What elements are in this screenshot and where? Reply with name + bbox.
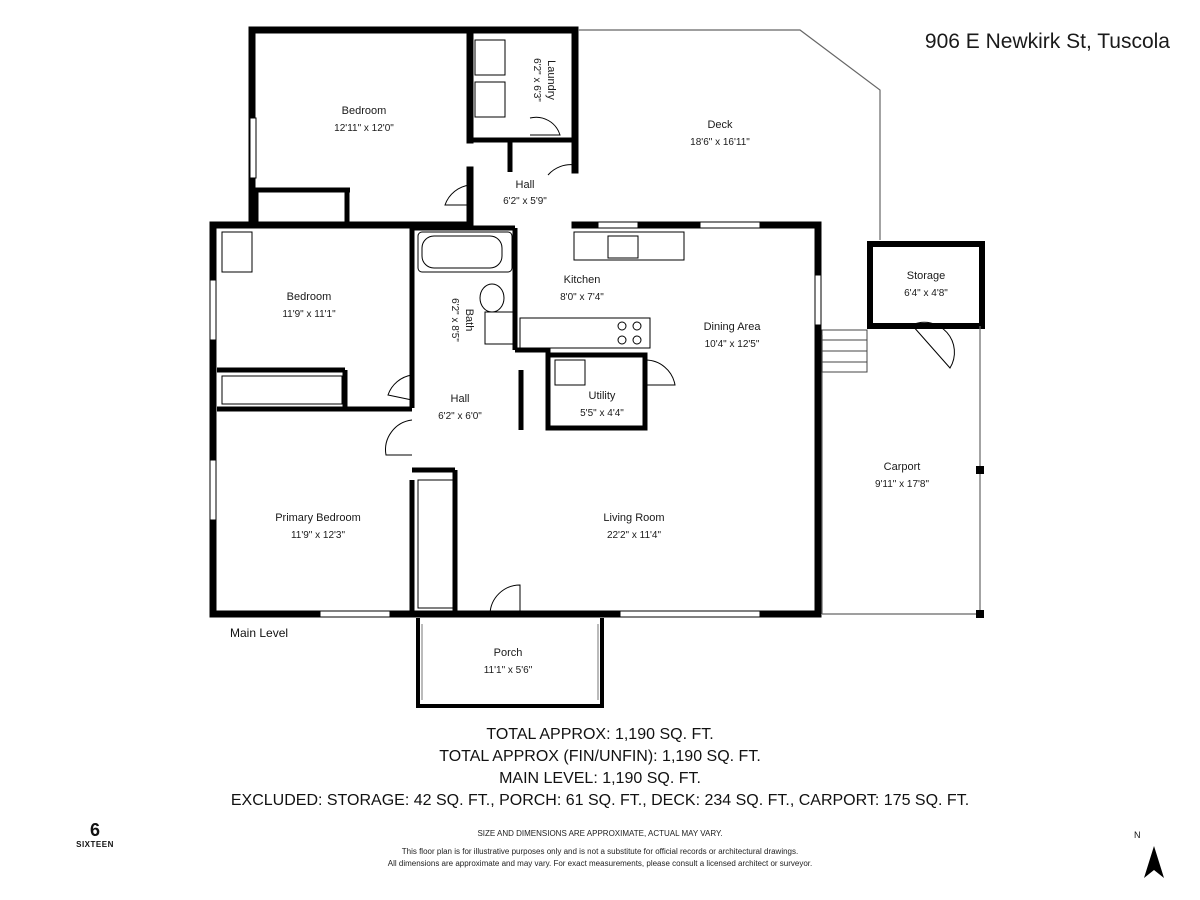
deck-outline — [578, 29, 881, 614]
svg-text:9'11" x 17'8": 9'11" x 17'8" — [875, 479, 930, 490]
svg-text:Deck: Deck — [707, 119, 733, 131]
room-utility: Utility 5'5" x 4'4" — [580, 390, 624, 419]
svg-text:Utility: Utility — [589, 390, 616, 402]
svg-text:Primary Bedroom: Primary Bedroom — [275, 512, 361, 524]
room-hall-upper: Hall 6'2" x 5'9" — [503, 179, 547, 207]
svg-text:18'6" x 16'11": 18'6" x 16'11" — [690, 137, 750, 148]
disclaimer: SIZE AND DIMENSIONS ARE APPROXIMATE, ACT… — [0, 828, 1200, 870]
svg-text:Bedroom: Bedroom — [342, 105, 387, 117]
svg-text:Storage: Storage — [907, 270, 946, 282]
disclaimer-line-1: SIZE AND DIMENSIONS ARE APPROXIMATE, ACT… — [477, 829, 723, 838]
room-dining-area: Dining Area 10'4" x 12'5" — [704, 321, 762, 350]
disclaimer-line-2: This floor plan is for illustrative purp… — [401, 847, 799, 856]
main-level-total: MAIN LEVEL: 1,190 SQ. FT. — [499, 770, 701, 787]
sixteen-logo: 6 SIXTEEN — [70, 820, 120, 849]
door-swings — [385, 116, 955, 615]
svg-text:Laundry: Laundry — [545, 60, 557, 100]
windows — [209, 117, 822, 618]
room-carport: Carport 9'11" x 17'8" — [875, 461, 930, 490]
svg-text:6'2" x 8'5": 6'2" x 8'5" — [449, 298, 460, 342]
svg-text:6'4" x 4'8": 6'4" x 4'8" — [904, 288, 948, 299]
fixtures — [221, 39, 685, 609]
room-laundry: Laundry 6'2" x 6'3" — [531, 58, 557, 102]
svg-text:Dining Area: Dining Area — [704, 321, 762, 333]
svg-text:11'1" x 5'6": 11'1" x 5'6" — [484, 665, 533, 676]
svg-text:Carport: Carport — [884, 461, 921, 473]
svg-text:Bedroom: Bedroom — [287, 291, 332, 303]
room-porch: Porch 11'1" x 5'6" — [484, 647, 533, 676]
svg-text:12'11" x 12'0": 12'11" x 12'0" — [334, 123, 394, 134]
area-totals: TOTAL APPROX: 1,190 SQ. FT. TOTAL APPROX… — [0, 724, 1200, 812]
svg-text:Hall: Hall — [451, 393, 470, 405]
room-deck: Deck 18'6" x 16'11" — [690, 119, 750, 148]
logo-mark: 6 — [89, 820, 100, 840]
total-fin-unfin: TOTAL APPROX (FIN/UNFIN): 1,190 SQ. FT. — [439, 748, 761, 765]
room-storage: Storage 6'4" x 4'8" — [904, 270, 948, 299]
svg-text:Bath: Bath — [463, 309, 475, 332]
level-label: Main Level — [230, 626, 289, 640]
carport-post — [976, 466, 984, 474]
room-kitchen: Kitchen 8'0" x 7'4" — [560, 274, 604, 303]
svg-text:Kitchen: Kitchen — [564, 274, 601, 286]
svg-text:11'9" x 11'1": 11'9" x 11'1" — [282, 309, 336, 320]
north-arrow-icon — [1144, 846, 1164, 878]
svg-text:6'2" x 6'3": 6'2" x 6'3" — [531, 58, 542, 102]
room-bath: Bath 6'2" x 8'5" — [449, 298, 475, 342]
property-address: 906 E Newkirk St, Tuscola — [924, 30, 1170, 53]
svg-text:5'5" x 4'4": 5'5" x 4'4" — [580, 408, 624, 419]
svg-text:6'2" x 5'9": 6'2" x 5'9" — [503, 196, 547, 207]
disclaimer-line-3: All dimensions are approximate and may v… — [387, 859, 813, 868]
svg-text:8'0" x 7'4": 8'0" x 7'4" — [560, 292, 604, 303]
room-bedroom-2: Bedroom 11'9" x 11'1" — [282, 291, 336, 320]
room-living-room: Living Room 22'2" x 11'4" — [603, 512, 664, 541]
svg-text:10'4" x 12'5": 10'4" x 12'5" — [705, 339, 760, 350]
total-approx: TOTAL APPROX: 1,190 SQ. FT. — [486, 726, 714, 743]
carport-post — [976, 610, 984, 618]
svg-text:6'2" x 6'0": 6'2" x 6'0" — [438, 411, 482, 422]
storage-walls — [867, 241, 985, 329]
compass-label: N — [1134, 830, 1141, 840]
room-bedroom-1: Bedroom 12'11" x 12'0" — [334, 105, 394, 134]
svg-text:11'9" x 12'3": 11'9" x 12'3" — [291, 530, 346, 541]
svg-text:Hall: Hall — [516, 179, 535, 191]
svg-text:22'2" x 11'4": 22'2" x 11'4" — [607, 530, 662, 541]
room-primary-bedroom: Primary Bedroom 11'9" x 12'3" — [275, 512, 361, 541]
interior-walls — [217, 137, 648, 614]
room-hall-lower: Hall 6'2" x 6'0" — [438, 393, 482, 422]
svg-text:Living Room: Living Room — [603, 512, 664, 524]
floor-plan: Bedroom 12'11" x 12'0" Laundry 6'2" x 6'… — [209, 26, 985, 708]
svg-text:Porch: Porch — [494, 647, 523, 659]
steps — [821, 329, 868, 373]
excluded-areas: EXCLUDED: STORAGE: 42 SQ. FT., PORCH: 61… — [230, 792, 970, 809]
porch-outline — [416, 618, 604, 708]
logo-name: SIXTEEN — [76, 840, 114, 849]
